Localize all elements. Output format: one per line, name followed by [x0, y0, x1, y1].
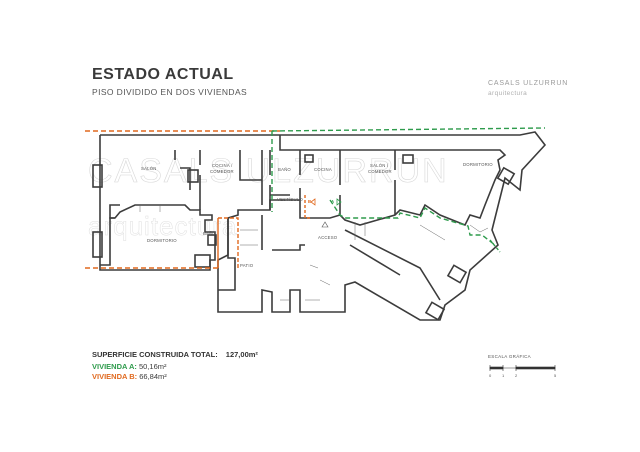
acceso-marker-icon: [321, 221, 329, 228]
graphic-scale: [489, 365, 556, 371]
room-vestibulo: VESTÍBULO: [277, 197, 303, 202]
room-salon-b-line2: COMEDOR: [368, 169, 392, 174]
room-acceso: ACCESO: [318, 235, 338, 240]
room-cocina-a-line1: COCINA /: [212, 163, 233, 168]
scale-tick-1: 1: [502, 373, 505, 378]
vivienda-b-value: 66,84m²: [139, 372, 167, 381]
superficie-label: SUPERFICIE CONSTRUIDA TOTAL:: [92, 350, 218, 359]
vivienda-a-row: VIVIENDA A: 50,16m²: [92, 362, 166, 371]
room-cocina-b: COCINA: [314, 167, 332, 172]
door-a-arrow-icon: [336, 198, 342, 206]
room-cocina-a-line2: COMEDOR: [210, 169, 234, 174]
door-markers: B A: [308, 198, 342, 228]
room-bano-a: BAÑO: [203, 231, 216, 236]
scale-label: ESCALA GRÁFICA: [488, 354, 531, 359]
brand-subtitle: arquitectura: [488, 90, 528, 97]
door-b-label: B: [308, 199, 311, 204]
vivienda-b-label: VIVIENDA B:: [92, 372, 138, 381]
room-salon-a: SALÓN: [141, 166, 157, 171]
vivienda-a-boundary: [271, 127, 546, 253]
vivienda-a-label: VIVIENDA A:: [92, 362, 137, 371]
vivienda-a-value: 50,16m²: [138, 362, 167, 371]
room-dormitorio-b: DORMITORIO: [463, 162, 493, 167]
superficie-value: 127,00m²: [225, 350, 258, 359]
page-title: ESTADO ACTUAL: [92, 66, 234, 83]
details: [139, 205, 489, 301]
superficie-total: SUPERFICIE CONSTRUIDA TOTAL: 127,00m²: [92, 350, 258, 359]
room-labels: SALÓN COCINA / COMEDOR DORMITORIO BAÑO B…: [141, 162, 493, 268]
vivienda-b-boundary: [85, 130, 312, 269]
scale-tick-2: 2: [515, 373, 518, 378]
vivienda-b-row: VIVIENDA B: 66,84m²: [92, 372, 167, 381]
door-a-label: A: [331, 199, 334, 204]
brand-name: CASALS ULZURRUN: [488, 80, 569, 87]
watermark-line1: CASALS ULZURRUN: [88, 152, 449, 190]
scale-tick-0: 0: [489, 373, 492, 378]
room-dormitorio-a: DORMITORIO: [147, 238, 177, 243]
door-b-arrow-icon: [310, 198, 316, 206]
room-salon-b-line1: SALÓN /: [370, 163, 389, 168]
walls: [92, 131, 547, 321]
room-patio: PATIO: [240, 263, 254, 268]
scale-tick-5: 5: [554, 373, 557, 378]
page-subtitle: PISO DIVIDIDO EN DOS VIVIENDAS: [92, 87, 248, 97]
room-bano-b: BAÑO: [278, 167, 291, 172]
